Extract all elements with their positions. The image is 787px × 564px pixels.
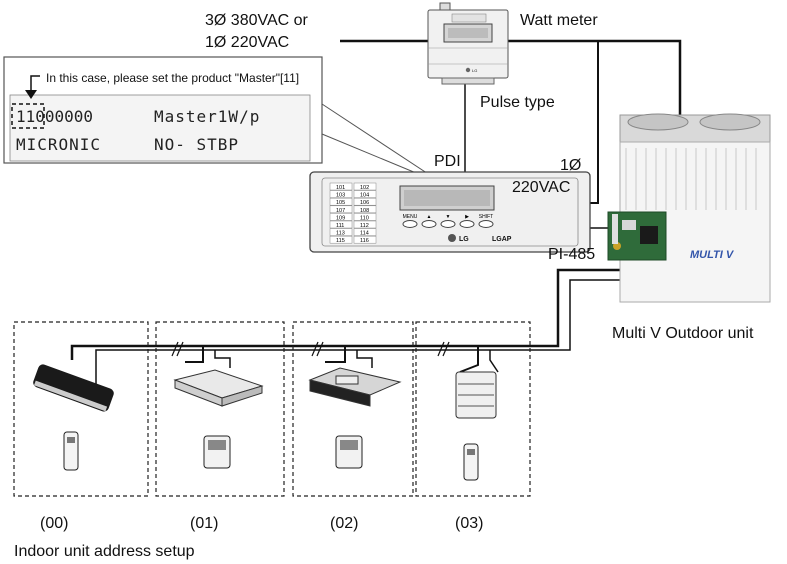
pdi-table-cell (329, 235, 353, 244)
pdi-button[interactable] (440, 220, 456, 228)
pdi-table-cell (329, 182, 353, 191)
pdi-table-label: 114 (360, 231, 369, 237)
power-label-2: 1Ø 220VAC (205, 34, 289, 51)
pdi-table-cell (329, 190, 353, 198)
pdi-table-cell (353, 235, 377, 244)
pdi-table-cell (329, 197, 353, 206)
lcd-row1-code: 11000000 (16, 107, 93, 126)
lg-logo-icon (465, 67, 471, 73)
pdi-table-cell (329, 205, 353, 214)
address-00: (00) (40, 515, 68, 532)
pdi-button-label: ▲ (427, 214, 432, 220)
indoor-caption: Indoor unit address setup (14, 543, 195, 560)
pdi-label: PDI (434, 153, 461, 170)
address-01: (01) (190, 515, 218, 532)
pdi-button[interactable] (402, 220, 418, 228)
pdi-table-cell (329, 220, 353, 229)
pdi-button[interactable] (478, 220, 494, 228)
pdi-table-label: 116 (360, 238, 369, 244)
indoor-group-03 (415, 321, 531, 497)
pdi-table-cell (329, 228, 353, 236)
pdi-table-label: 103 (336, 193, 345, 199)
watt-meter-brand: LG (472, 68, 477, 73)
pdi-button[interactable] (421, 220, 437, 228)
pdi-table-cell (353, 197, 377, 206)
pdi-table-cell (329, 213, 353, 221)
lcd-row1-text: Master1W/p (154, 107, 260, 126)
lg-logo-icon (448, 234, 456, 242)
power-label-1: 3Ø 380VAC or (205, 12, 309, 29)
pdi-button-label: MENU (403, 214, 418, 220)
break-marks (171, 341, 450, 357)
watt-meter: LG (427, 2, 509, 85)
pdi-table-label: 113 (336, 231, 345, 237)
pdi-button-label: ▶ (465, 214, 469, 220)
pdi-table-cell (353, 205, 377, 214)
lcd-callout: In this case, please set the product "Ma… (3, 56, 446, 186)
pdi-brand: LG (459, 236, 469, 243)
pdi-table-label: 109 (336, 215, 345, 221)
pdi-table-label: 115 (336, 238, 345, 244)
pdi-table-label: 111 (336, 223, 344, 229)
pdi-power-label-1: 1Ø (560, 157, 581, 174)
pdi-table-label: 106 (360, 200, 369, 206)
pdi-table-label: 101 (336, 185, 345, 191)
pdi-buttons: MENU ▲ ▼ ▶ SHIFT (402, 214, 494, 228)
pdi-table-cell (353, 213, 377, 221)
pdi-power-label-2: 220VAC (512, 179, 570, 196)
lcd-row2-right: NO- STBP (154, 135, 239, 154)
master-code-highlight (11, 103, 45, 129)
address-03: (03) (455, 515, 483, 532)
indoor-group-01 (155, 321, 285, 497)
address-02: (02) (330, 515, 358, 532)
pdi-table-label: 107 (336, 208, 345, 214)
pdi-table-label: 104 (360, 193, 369, 199)
pdi-table-label: 105 (336, 200, 345, 206)
pulse-type-label: Pulse type (480, 94, 555, 111)
lcd-row2-left: MICRONIC (16, 135, 101, 154)
multi-v-logo: MULTI V (690, 249, 735, 261)
wiring (70, 39, 682, 388)
pdi-button[interactable] (459, 220, 475, 228)
outdoor-label: Multi V Outdoor unit (612, 325, 754, 342)
pdi-table-cell (353, 228, 377, 236)
pi485-label: PI-485 (548, 246, 595, 263)
pdi-model: LGAP (492, 236, 512, 243)
indoor-group-00 (13, 321, 149, 497)
pdi-table-label: 108 (360, 208, 369, 214)
pi485-board (607, 211, 667, 261)
pdi-table-label: 112 (360, 223, 369, 229)
pdi-table-cell (353, 220, 377, 229)
pdi-table-label: 110 (360, 215, 369, 221)
indoor-group-02 (292, 321, 414, 497)
pdi-table-cell (353, 182, 377, 191)
watt-meter-label: Watt meter (520, 12, 598, 29)
pdi-table-label: 102 (360, 185, 369, 191)
pdi-button-label: SHIFT (479, 214, 493, 220)
pdi-button-label: ▼ (446, 214, 451, 220)
lcd-note: In this case, please set the product "Ma… (46, 71, 299, 85)
outdoor-unit: MULTI V (619, 113, 771, 303)
pdi-table-cell (353, 190, 377, 198)
